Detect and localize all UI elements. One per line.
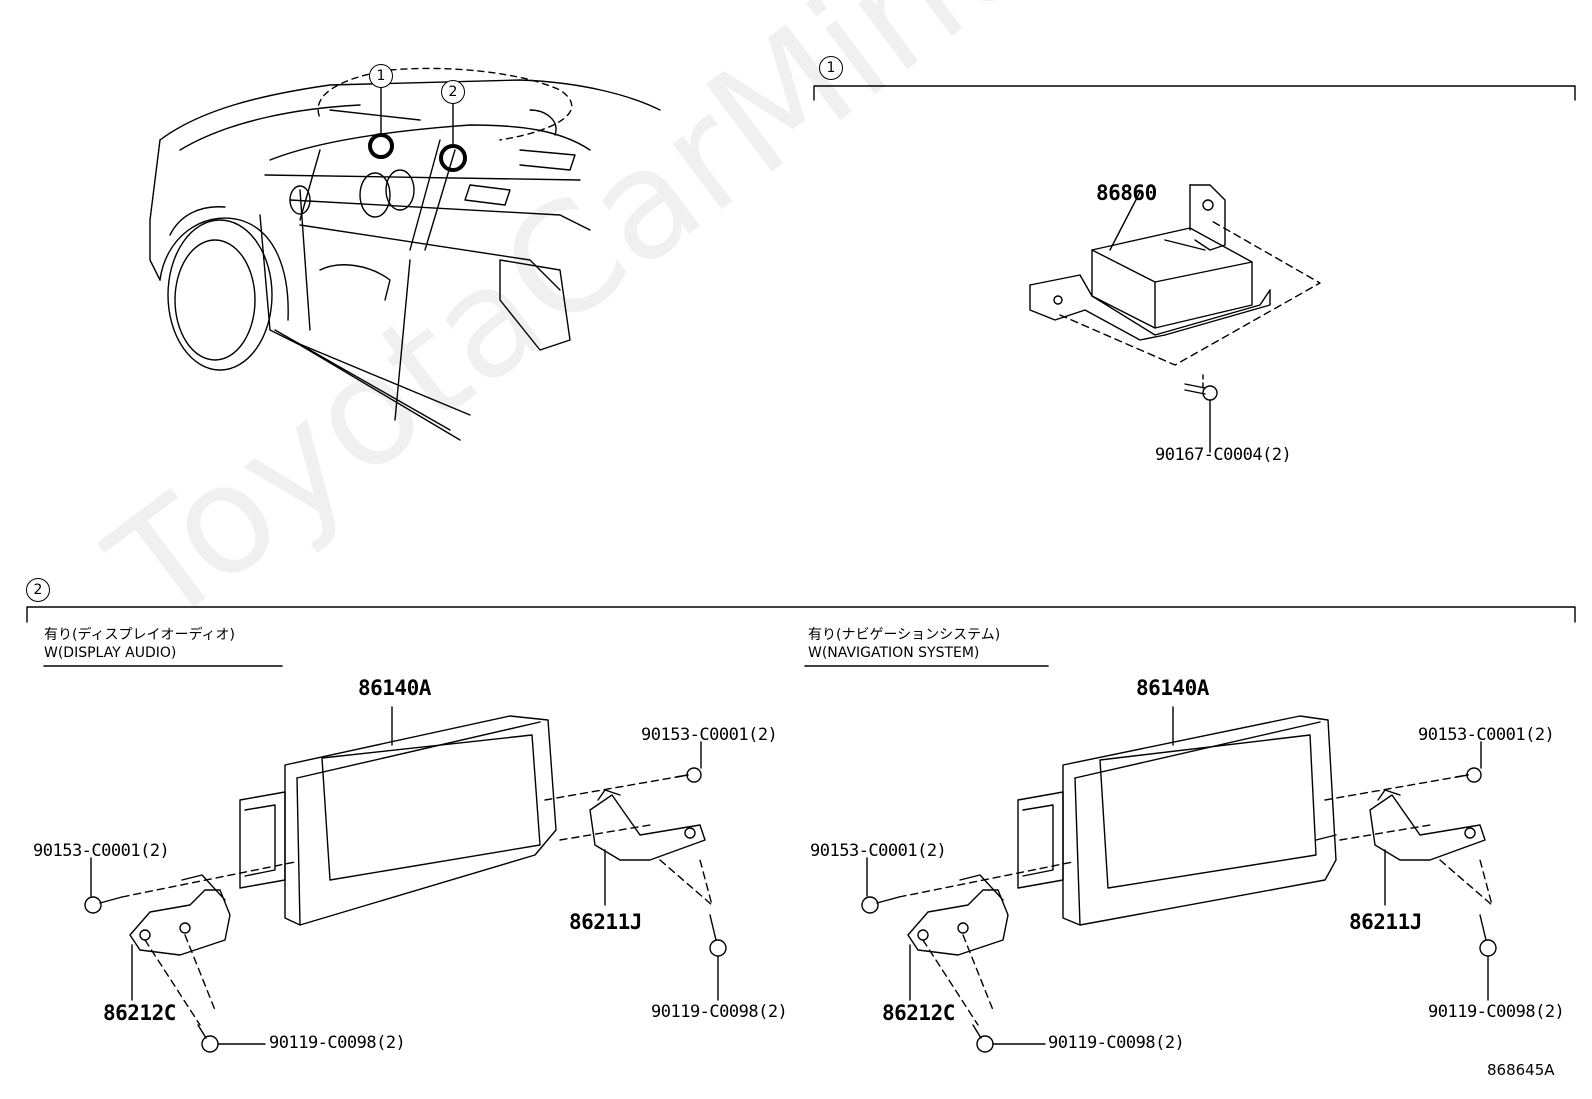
navigation-90153-left-label: 90153-C0001(2) (810, 841, 947, 861)
navigation-86140a-label: 86140A (1136, 676, 1209, 700)
navigation-90119-right-label: 90119-C0098(2) (1428, 1002, 1565, 1022)
display-audio-90119-bottom-label: 90119-C0098(2) (269, 1033, 406, 1053)
overview-callout-2: 2 (441, 80, 465, 104)
display-audio-86212c-label: 86212C (103, 1001, 176, 1025)
figure-code: 868645A (1487, 1061, 1555, 1079)
display-audio-90153-left-label: 90153-C0001(2) (33, 841, 170, 861)
navigation-caption-jp: 有り(ナビゲーションシステム) (808, 627, 1001, 643)
screw-90153-left-icon (84, 896, 123, 914)
nav-bolt-90119-bottom-icon (972, 1024, 994, 1053)
section-2-callout: 2 (26, 578, 50, 602)
bolt-90167-icon (1184, 383, 1218, 401)
display-audio-caption-jp: 有り(ディスプレイオーディオ) (44, 627, 235, 643)
navigation-assembly (861, 706, 1497, 1053)
navigation-caption-en: W(NAVIGATION SYSTEM) (808, 645, 980, 661)
display-audio-caption-en: W(DISPLAY AUDIO) (44, 645, 177, 661)
part-86860-label: 86860 (1096, 181, 1157, 205)
bolt-90119-bottom-icon (197, 1024, 219, 1053)
car-interior-illustration (149, 67, 661, 441)
section-1-bracket (813, 85, 1576, 101)
display-audio-assembly (84, 706, 727, 1053)
display-audio-90153-top-label: 90153-C0001(2) (641, 725, 778, 745)
navigation-86212c-label: 86212C (882, 1001, 955, 1025)
nav-bolt-90119-right-icon (1479, 914, 1497, 957)
section-1-callout: 1 (819, 56, 843, 80)
overview-callout-1: 1 (369, 64, 393, 88)
display-audio-86140a-label: 86140A (358, 676, 431, 700)
display-audio-90119-right-label: 90119-C0098(2) (651, 1002, 788, 1022)
module-86860-illustration (1029, 184, 1321, 453)
navigation-86211j-label: 86211J (1349, 910, 1422, 934)
bolt-90119-right-icon (709, 914, 727, 957)
display-audio-86211j-label: 86211J (569, 910, 642, 934)
part-90167-label: 90167-C0004(2) (1155, 445, 1292, 465)
nav-screw-90153-left-icon (861, 896, 900, 914)
navigation-90119-bottom-label: 90119-C0098(2) (1048, 1033, 1185, 1053)
navigation-90153-top-label: 90153-C0001(2) (1418, 725, 1555, 745)
section-2-bracket (26, 606, 1576, 667)
